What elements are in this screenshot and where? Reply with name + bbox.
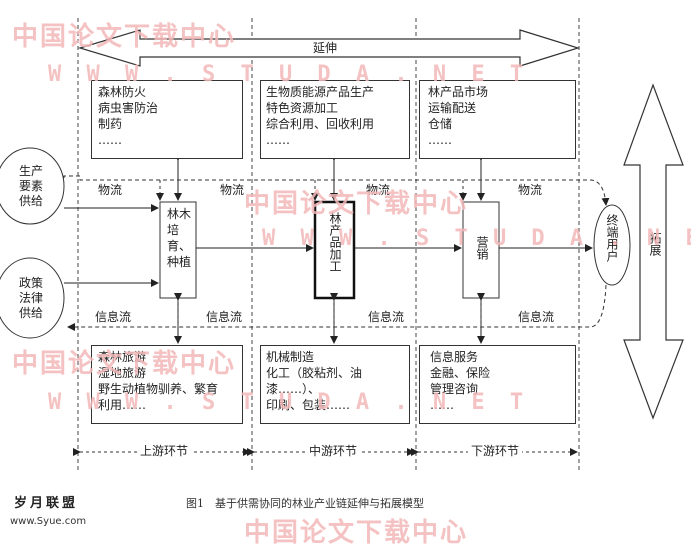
list-item: 漆……）、 <box>266 382 321 396</box>
forest-cultivation-label: 林木培育、种植 <box>167 207 192 269</box>
production-factors-label: 生产要素供给 <box>18 164 43 208</box>
bottom-box-downstream <box>419 345 576 424</box>
list-item: 信息服务 <box>430 350 479 364</box>
list-item: 管理咨询 <box>430 382 479 396</box>
bottom-list-upstream: 森林旅游 湿地旅游 野生动植物驯养、繁育 利用…… <box>98 349 218 413</box>
diagram-canvas <box>0 18 684 470</box>
list-item: 金融、保险 <box>430 366 491 380</box>
information-flow-line <box>67 284 607 331</box>
production-factors-node <box>0 147 65 225</box>
segment-upstream: 上游环节 <box>137 444 192 459</box>
list-item: 野生动植物驯养、繁育 <box>98 382 219 396</box>
list-item: 森林旅游 <box>98 350 147 364</box>
list-item: 仓储 <box>428 117 453 131</box>
list-item: 病虫害防治 <box>98 101 159 115</box>
list-item: 特色资源加工 <box>266 101 339 115</box>
list-item: …… <box>98 133 122 147</box>
top-list-upstream: 森林防火 病虫害防治 制药 …… <box>98 84 158 148</box>
logistics-label-4: 物流 <box>518 183 543 197</box>
extend-label: 延伸 <box>313 41 338 55</box>
logistics-label-2: 物流 <box>220 183 245 197</box>
segment-downstream: 下游环节 <box>468 444 523 459</box>
logistics-flow-ticks <box>156 180 467 201</box>
list-item: 机械制造 <box>266 350 315 364</box>
figure-caption: 图1 基于供需协同的林业产业链延伸与拓展模型 <box>186 497 424 510</box>
forest-processing-label: 林产品加工 <box>328 212 342 272</box>
list-item: 制药 <box>98 117 123 131</box>
list-item: 运输配送 <box>428 101 477 115</box>
list-item: 化工（胶粘剂、油 <box>266 366 363 380</box>
list-item: 印刷、包装…… <box>266 398 351 412</box>
list-item: 利用…… <box>98 398 147 412</box>
list-item: 湿地旅游 <box>98 366 147 380</box>
marketing-label: 营销 <box>475 236 489 260</box>
list-item: 林产品市场 <box>428 85 489 99</box>
top-box-upstream <box>91 80 243 159</box>
segment-midstream: 中游环节 <box>306 444 361 459</box>
expand-arrow <box>623 83 684 420</box>
information-flow-label-2: 信息流 <box>206 310 243 324</box>
list-item: 综合利用、回收利用 <box>266 117 375 131</box>
information-flow-ticks <box>177 300 482 327</box>
extend-arrow <box>77 29 581 67</box>
list-item: …… <box>428 133 452 147</box>
forest-cultivation-box <box>159 201 197 299</box>
site-logo-name: 岁月联盟 <box>14 496 79 511</box>
top-box-downstream <box>419 80 576 159</box>
logistics-label-1: 物流 <box>98 183 123 197</box>
bottom-box-upstream <box>91 345 243 424</box>
information-flow-label-3: 信息流 <box>368 310 405 324</box>
policy-law-node <box>0 257 65 339</box>
end-user-label: 终端用户 <box>605 214 619 262</box>
logistics-label-3: 物流 <box>366 183 391 197</box>
marketing-box <box>462 201 500 299</box>
list-item: 森林防火 <box>98 85 147 99</box>
forest-processing-box <box>313 200 356 300</box>
top-list-midstream: 生物质能源产品生产 特色资源加工 综合利用、回收利用 …… <box>266 84 374 148</box>
list-item: 生物质能源产品生产 <box>266 85 375 99</box>
list-item: …… <box>430 398 454 412</box>
expand-label: 拓展 <box>648 232 662 256</box>
site-logo-url: www.Syue.com <box>10 516 87 527</box>
policy-law-label: 政策法律供给 <box>18 276 43 320</box>
top-box-midstream <box>260 80 410 159</box>
bottom-box-midstream <box>260 345 410 424</box>
information-flow-label-1: 信息流 <box>95 310 132 324</box>
top-list-downstream: 林产品市场 运输配送 仓储 …… <box>428 84 488 148</box>
bottom-list-downstream: 信息服务 金融、保险 管理咨询 …… <box>430 349 490 413</box>
list-item: …… <box>266 133 290 147</box>
end-user-node <box>593 204 631 286</box>
bottom-list-midstream: 机械制造 化工（胶粘剂、油 漆……）、 印刷、包装…… <box>266 349 362 413</box>
information-flow-label-4: 信息流 <box>518 310 555 324</box>
